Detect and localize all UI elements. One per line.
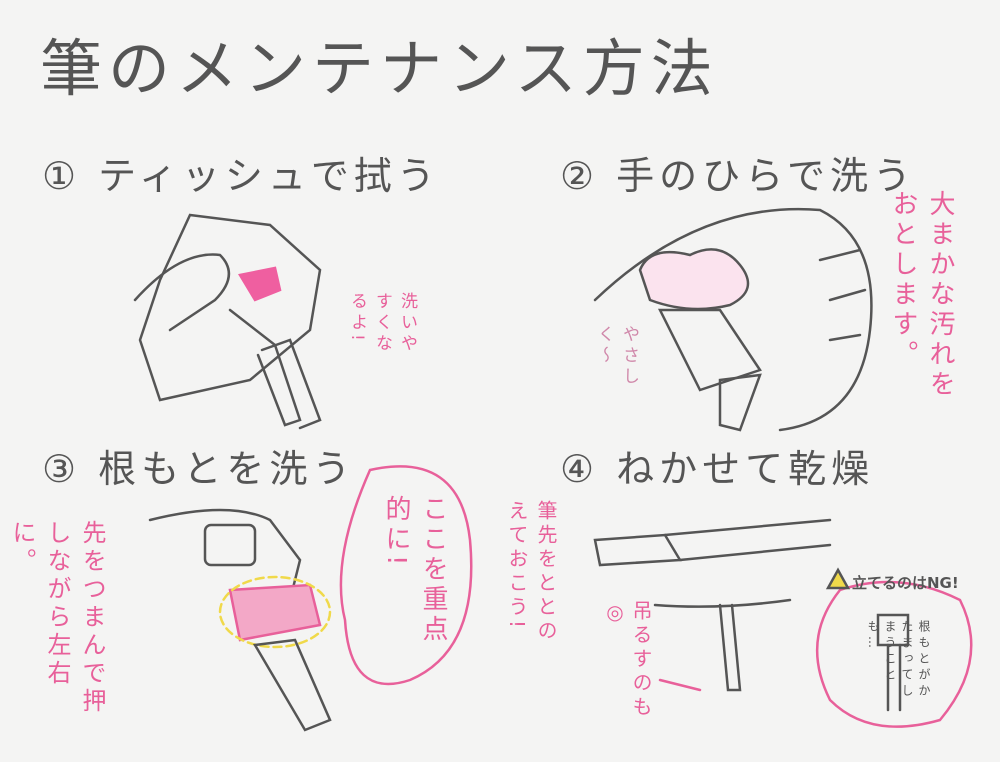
dry-brush-illustration (593, 518, 973, 728)
step-3-bubble: ここを重点的に! (381, 495, 448, 645)
page-title: 筆のメンテナンス方法 (40, 32, 719, 105)
step-3-tip: 先をつまんで押しながら左右に。 (8, 520, 106, 716)
step-4-warning-body: 根もとがかたまってしまうことも… (866, 620, 931, 700)
step-2-gentle-note: やさしく〜 (594, 325, 639, 388)
step-4-warning-title: 立てるのはNG! (852, 574, 959, 592)
step-2-heading: ② 手のひらで洗う (560, 154, 917, 198)
palm-wash-illustration (593, 207, 873, 432)
tissue-wipe-illustration (133, 213, 322, 430)
step-4-heading: ④ ねかせて乾燥 (560, 447, 875, 491)
step-2-main-note: 大まかな汚れをおとします。 (888, 190, 955, 400)
root-wash-illustration (148, 465, 473, 732)
step-1-bubble: 洗いやすくなるよ! (347, 292, 417, 355)
step-4-hang-note: 吊るすのも◎ (603, 600, 653, 720)
step-3-heading: ③ 根もとを洗う (42, 447, 356, 491)
step-1-heading: ① ティッシュで拭う (42, 154, 440, 198)
step-4-tip: 筆先をととのえておこう! (505, 500, 558, 644)
